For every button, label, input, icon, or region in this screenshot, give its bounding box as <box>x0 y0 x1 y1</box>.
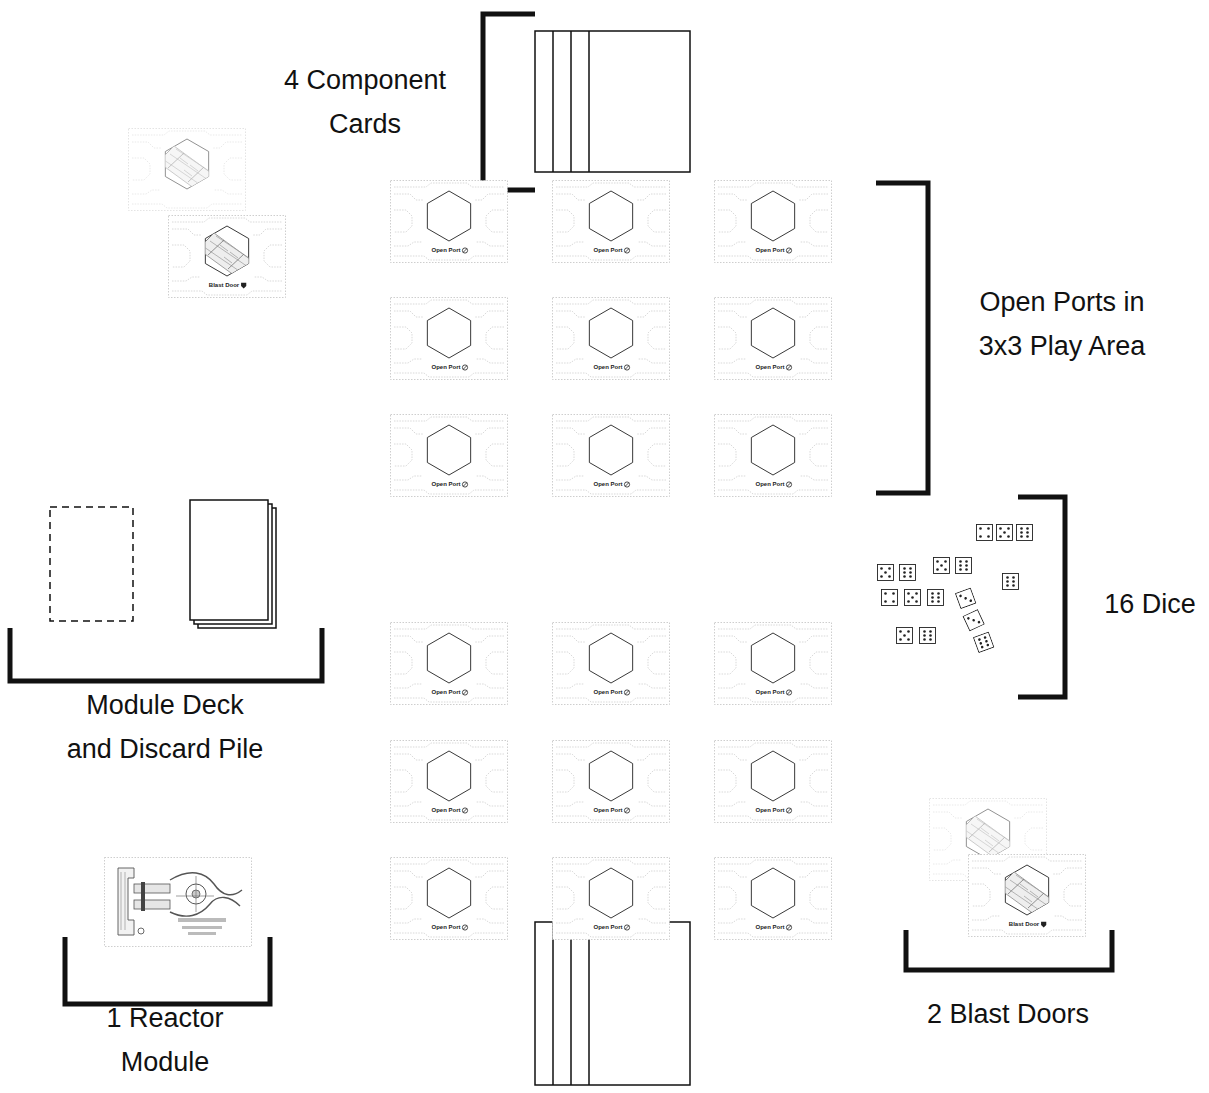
card-icon <box>786 248 791 253</box>
open-port-card: Open Port <box>552 297 670 380</box>
card-title: Open Port <box>431 807 460 814</box>
bracket <box>10 14 1112 1004</box>
blast-door-art <box>198 233 258 281</box>
card-icon <box>462 365 467 370</box>
blast-door-card: Blast Door <box>968 854 1086 937</box>
card-title: Open Port <box>593 689 622 696</box>
card-frame <box>553 181 670 263</box>
card-icon <box>786 808 791 813</box>
card-frame <box>715 623 832 705</box>
card-title: Open Port <box>755 689 784 696</box>
card-frame <box>553 623 670 705</box>
group-label: Module Deck and Discard Pile <box>64 683 267 771</box>
card-frame <box>715 741 832 823</box>
card-icon <box>624 365 629 370</box>
open-port-card: Open Port <box>714 297 832 380</box>
card-frame <box>553 858 670 940</box>
open-port-card: Open Port <box>390 180 508 263</box>
card-icon <box>624 248 629 253</box>
card-frame <box>715 858 832 940</box>
card-icon <box>786 690 791 695</box>
card-icon <box>241 283 246 289</box>
group-label: 4 Component Cards <box>265 58 465 146</box>
module-deck <box>50 500 276 628</box>
card-frame <box>391 741 508 823</box>
card-title: Open Port <box>755 247 784 254</box>
card-icon <box>462 482 467 487</box>
card-title: Open Port <box>755 481 784 488</box>
card-title: Open Port <box>593 924 622 931</box>
card-frame <box>169 216 286 298</box>
card-title: Open Port <box>755 807 784 814</box>
card-title: Blast Door <box>209 282 239 289</box>
card-icon <box>462 248 467 253</box>
card-icon <box>786 925 791 930</box>
open-port-card: Open Port <box>714 414 832 497</box>
card-title: Open Port <box>431 247 460 254</box>
card-frame <box>715 298 832 380</box>
reactor-module <box>105 858 252 947</box>
open-port-card: Open Port <box>390 297 508 380</box>
card-frame <box>391 298 508 380</box>
card-icon <box>786 482 791 487</box>
open-port-card: Open Port <box>714 857 832 940</box>
component-cards <box>535 31 690 1085</box>
open-port-card: Open Port <box>390 622 508 705</box>
card-title: Open Port <box>431 364 460 371</box>
card-frame <box>391 181 508 263</box>
group-label: 1 Reactor Module <box>80 996 250 1084</box>
card-title: Open Port <box>755 924 784 931</box>
card-title: Open Port <box>431 689 460 696</box>
card-icon <box>624 690 629 695</box>
card-frame <box>715 181 832 263</box>
card-title: Open Port <box>593 364 622 371</box>
open-port-card: Open Port <box>714 622 832 705</box>
card-frame <box>715 415 832 497</box>
open-port-card: Open Port <box>390 740 508 823</box>
group-label: 16 Dice <box>1104 582 1196 626</box>
card-frame <box>969 855 1086 937</box>
card-title: Open Port <box>755 364 784 371</box>
open-port-card: Open Port <box>552 180 670 263</box>
open-port-card: Open Port <box>552 414 670 497</box>
open-port-card: Open Port <box>552 622 670 705</box>
open-port-card: Open Port <box>714 180 832 263</box>
card-icon <box>624 482 629 487</box>
card-icon <box>462 925 467 930</box>
card-title: Open Port <box>431 481 460 488</box>
group-label: 2 Blast Doors <box>927 992 1089 1036</box>
card-frame <box>553 741 670 823</box>
card-icon <box>462 808 467 813</box>
card-icon <box>624 808 629 813</box>
card-icon <box>1041 922 1046 928</box>
group-label: Open Ports in 3x3 Play Area <box>967 280 1157 368</box>
blast-door-card: Blast Door <box>168 215 286 298</box>
card-title: Blast Door <box>1009 921 1039 928</box>
open-port-card: Open Port <box>552 857 670 940</box>
card-frame <box>553 298 670 380</box>
dice <box>878 525 1033 653</box>
open-port-card: Open Port <box>390 857 508 940</box>
card-frame <box>391 623 508 705</box>
open-port-card: Open Port <box>714 740 832 823</box>
card-icon <box>786 365 791 370</box>
card-title: Open Port <box>593 807 622 814</box>
card-frame <box>391 858 508 940</box>
card-title: Open Port <box>593 247 622 254</box>
card-title: Open Port <box>593 481 622 488</box>
open-port-card: Open Port <box>390 414 508 497</box>
blast-door-art <box>998 872 1058 920</box>
blast-door-back <box>129 129 1047 881</box>
card-icon <box>624 925 629 930</box>
card-title: Open Port <box>431 924 460 931</box>
card-frame <box>553 415 670 497</box>
open-port-card: Open Port <box>552 740 670 823</box>
card-frame <box>391 415 508 497</box>
card-icon <box>462 690 467 695</box>
